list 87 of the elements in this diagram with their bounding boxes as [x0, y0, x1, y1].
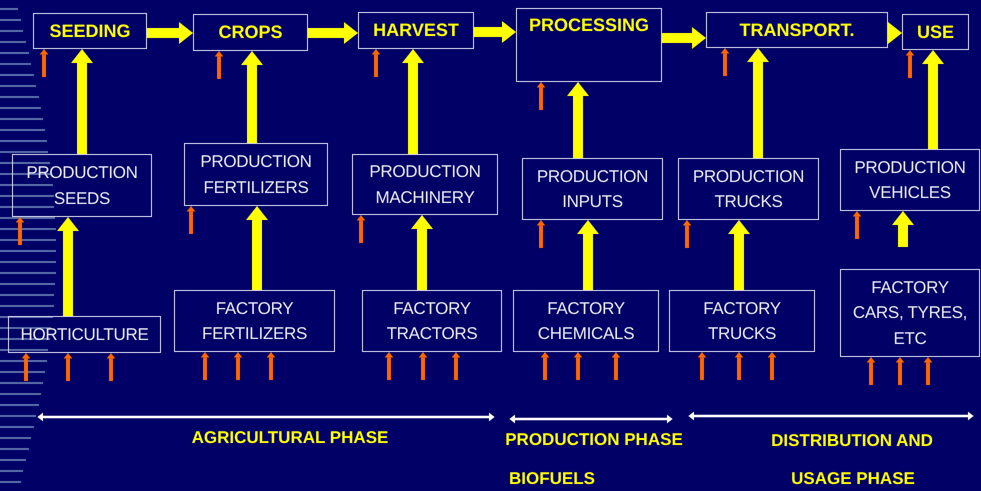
- block-arrow: [892, 211, 914, 247]
- box-label: PROCESSING: [528, 15, 650, 36]
- phase-label: USAGE PHASE: [791, 469, 915, 489]
- block-arrow: [574, 352, 582, 380]
- block-arrow: [612, 352, 620, 380]
- process-box: [840, 269, 980, 357]
- block-arrow: [768, 352, 776, 380]
- block-arrow: [540, 352, 550, 380]
- process-box: [174, 290, 335, 352]
- process-box: [522, 158, 663, 220]
- block-arrow: [577, 220, 599, 290]
- box-label: USE: [916, 22, 954, 42]
- process-box: [669, 290, 815, 352]
- phase-label: DISTRIBUTION AND: [771, 431, 933, 451]
- block-arrow: [308, 22, 358, 44]
- block-arrow: [246, 206, 268, 290]
- box-label: HORTICULTURE: [20, 324, 148, 346]
- stage-box: [33, 13, 147, 49]
- stage-box: [706, 12, 888, 48]
- block-arrow: [186, 206, 196, 234]
- block-arrow: [720, 48, 730, 76]
- block-arrow: [64, 353, 72, 381]
- box-label: SEEDING: [49, 20, 131, 42]
- process-box: [513, 290, 659, 352]
- block-arrow: [474, 21, 516, 43]
- block-arrow: [866, 357, 876, 385]
- block-arrow: [728, 220, 750, 290]
- block-arrow: [906, 50, 914, 78]
- block-arrow: [682, 220, 692, 248]
- block-arrow: [536, 220, 546, 248]
- block-arrow: [852, 211, 862, 239]
- phase-label: BIOFUELS: [509, 469, 595, 489]
- block-arrow: [698, 352, 706, 380]
- box-label: CROPS: [218, 22, 282, 43]
- box-label: PRODUCTION INPUTS: [536, 166, 650, 213]
- box-label: PRODUCTION SEEDS: [25, 162, 139, 210]
- box-label: PRODUCTION FERTILIZERS: [199, 151, 313, 198]
- block-arrow: [40, 49, 48, 77]
- stage-box: [516, 8, 662, 82]
- box-label: FACTORY TRACTORS: [386, 298, 478, 345]
- process-box: [184, 143, 328, 206]
- process-box: [352, 154, 498, 215]
- block-arrow: [372, 49, 380, 77]
- block-arrow: [71, 49, 93, 154]
- box-label: PRODUCTION TRUCKS: [692, 166, 806, 213]
- block-arrow: [57, 217, 79, 316]
- box-label: FACTORY CARS, TYRES, ETC: [852, 276, 968, 350]
- block-arrow: [452, 352, 460, 380]
- box-label: HARVEST: [373, 20, 459, 41]
- process-box: [362, 290, 502, 352]
- block-arrow: [234, 352, 242, 380]
- process-box: [8, 316, 161, 353]
- block-arrow: [147, 22, 193, 44]
- stage-box: [358, 12, 474, 49]
- process-box: [12, 154, 152, 217]
- block-arrow: [384, 352, 394, 380]
- block-arrow: [418, 352, 428, 380]
- block-arrow: [16, 217, 24, 245]
- block-arrow: [734, 352, 744, 380]
- block-arrow: [536, 82, 546, 110]
- phase-label: AGRICULTURAL PHASE: [192, 428, 388, 448]
- block-arrow: [241, 51, 263, 143]
- block-arrow: [411, 215, 433, 290]
- stage-box: [902, 14, 969, 50]
- block-arrow: [200, 352, 210, 380]
- process-box: [840, 149, 980, 211]
- block-arrow: [747, 48, 769, 158]
- block-arrow: [266, 352, 276, 380]
- box-label: FACTORY TRUCKS: [702, 298, 782, 345]
- box-label: FACTORY CHEMICALS: [536, 298, 636, 345]
- phase-label: PRODUCTION PHASE: [505, 430, 683, 450]
- block-arrow: [922, 50, 944, 149]
- process-box: [678, 158, 819, 220]
- block-arrow: [924, 357, 932, 385]
- block-arrow: [662, 27, 706, 49]
- block-arrow: [356, 215, 366, 243]
- box-label: TRANSPORT.: [739, 20, 854, 40]
- stage-box: [193, 14, 308, 51]
- block-arrow: [106, 353, 116, 381]
- block-arrow: [896, 357, 904, 385]
- block-arrow: [22, 353, 30, 381]
- box-label: FACTORY FERTILIZERS: [200, 298, 308, 345]
- box-label: PRODUCTION VEHICLES: [853, 156, 967, 204]
- block-arrow: [567, 82, 589, 158]
- block-arrow: [402, 49, 424, 154]
- box-label: PRODUCTION MACHINERY: [368, 161, 482, 208]
- block-arrow: [214, 51, 224, 79]
